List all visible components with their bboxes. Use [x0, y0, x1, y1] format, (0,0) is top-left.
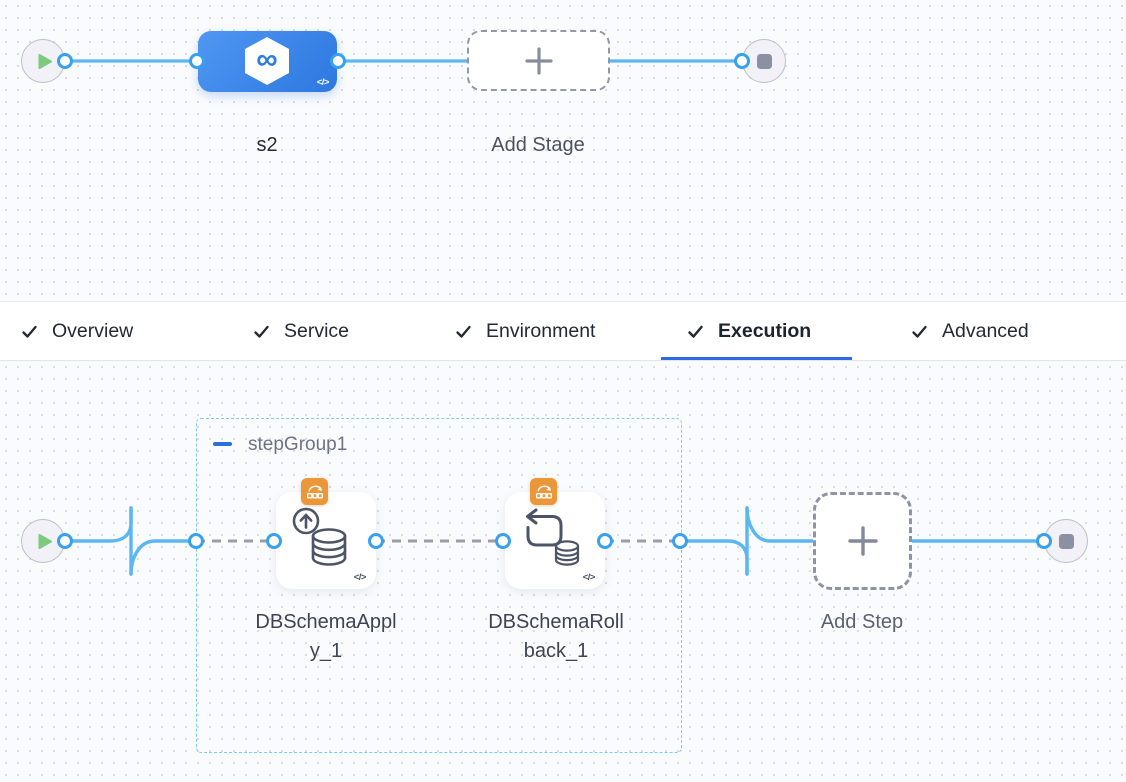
node-connector[interactable] — [266, 533, 282, 549]
play-icon — [38, 533, 52, 549]
add-stage-button[interactable] — [467, 30, 610, 91]
plus-icon — [524, 46, 553, 75]
check-icon — [912, 325, 927, 338]
node-connector[interactable] — [368, 533, 384, 549]
node-connector[interactable] — [495, 533, 511, 549]
step-group-name[interactable]: stepGroup1 — [248, 434, 348, 455]
rolling-strategy-badge-icon — [530, 478, 557, 505]
active-tab-underline — [661, 356, 852, 360]
tab-environment[interactable]: Environment — [454, 302, 595, 360]
step-name-label: DBSchemaRollback_1 — [488, 611, 624, 662]
db-schema-rollback-icon — [526, 508, 580, 566]
node-connector[interactable] — [1036, 533, 1052, 549]
stop-icon — [756, 53, 772, 69]
add-step-button[interactable] — [813, 492, 912, 590]
play-icon — [38, 53, 52, 69]
check-icon — [456, 325, 471, 338]
stage-node-s2[interactable]: ∞ </> — [198, 31, 337, 92]
node-connector[interactable] — [188, 533, 204, 549]
db-schema-apply-icon — [292, 507, 347, 566]
tab-advanced[interactable]: Advanced — [910, 302, 1029, 360]
node-connector[interactable] — [672, 533, 688, 549]
node-connector[interactable] — [734, 53, 750, 69]
add-step-label: Add Step — [820, 611, 904, 633]
node-connector[interactable] — [189, 53, 205, 69]
execution-canvas: stepGroup1 </> — [0, 361, 1126, 782]
step-name-label: DBSchemaApply_1 — [255, 611, 397, 662]
code-view-icon[interactable]: </> — [582, 572, 596, 583]
tab-overview[interactable]: Overview — [20, 302, 133, 360]
node-connector[interactable] — [57, 533, 73, 549]
check-icon — [688, 325, 703, 338]
check-icon — [254, 325, 269, 338]
check-icon — [22, 325, 37, 338]
collapse-group-button[interactable] — [213, 442, 232, 446]
tab-execution[interactable]: Execution — [686, 302, 811, 360]
code-view-icon[interactable]: </> — [353, 572, 367, 583]
plus-icon — [847, 526, 878, 556]
step-node-dbschemarollback[interactable]: </> — [505, 492, 605, 589]
node-connector[interactable] — [597, 533, 613, 549]
tab-service[interactable]: Service — [252, 302, 349, 360]
stage-name-label: s2 — [256, 134, 278, 156]
step-group-container[interactable] — [196, 418, 682, 753]
add-stage-label: Add Stage — [491, 134, 585, 156]
rolling-strategy-badge-icon — [301, 478, 328, 505]
harness-cd-stage-icon: ∞ — [245, 37, 289, 85]
stage-config-tabbar: Overview Service Environment Execution A… — [0, 301, 1126, 361]
step-node-dbschemaapply[interactable]: </> — [276, 492, 376, 589]
stage-canvas: ∞ </> s2 Add Stage — [0, 0, 1126, 301]
code-view-icon[interactable]: </> — [316, 77, 330, 88]
stop-icon — [1058, 533, 1074, 549]
node-connector[interactable] — [330, 53, 346, 69]
node-connector[interactable] — [57, 53, 73, 69]
